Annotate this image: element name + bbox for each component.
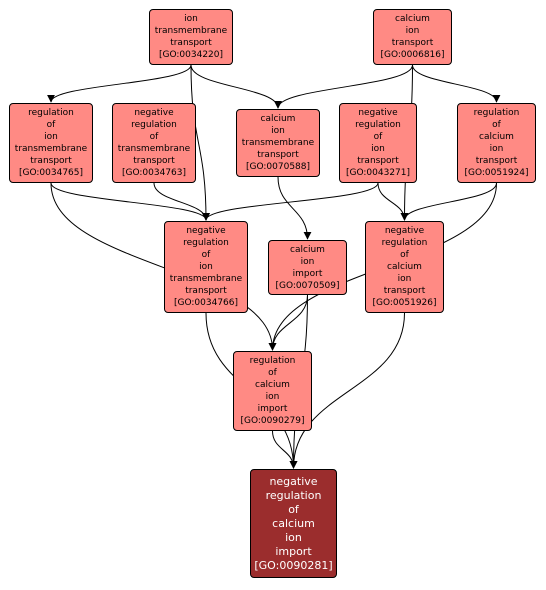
node-label-line: [GO:0034763] xyxy=(121,168,187,178)
node-go-0034766[interactable]: negative regulation of ion transmembrane tran… xyxy=(164,221,248,313)
node-label-line: of xyxy=(46,120,56,130)
edge-go0070509-to-go0090279 xyxy=(268,294,308,351)
node-go-0070588[interactable]: calcium ion transmembrane transport [GO:0070… xyxy=(236,109,320,177)
node-label-line: transport xyxy=(185,286,227,296)
node-label-line: of xyxy=(288,502,299,516)
node-label-line: regulation xyxy=(381,238,428,248)
node-label-line: [GO:0006816] xyxy=(380,50,445,60)
node-label-line: ion xyxy=(44,132,58,142)
node-label-line: [GO:0043271] xyxy=(345,168,411,178)
edge-go0034763-to-go0034766 xyxy=(153,182,210,221)
node-label-line: of xyxy=(492,120,501,130)
node-label-line: transport xyxy=(383,286,426,296)
node-label-line: regulation xyxy=(473,108,520,118)
node-label-line: [GO:0070588] xyxy=(245,162,311,172)
node-go-0034763[interactable]: negative regulation of transmembrane transpo… xyxy=(112,103,196,183)
node-label-line: of xyxy=(201,250,211,260)
node-go-0034220[interactable]: ion transmembrane transport [GO:0034220] xyxy=(149,9,233,65)
node-label-line: ion xyxy=(371,144,385,154)
edge-go0043271-to-go0051926 xyxy=(377,182,409,221)
node-label-line: [GO:0070509] xyxy=(275,280,340,291)
node-label-line: of xyxy=(373,132,383,142)
node-label-line: negative xyxy=(358,108,398,118)
node-label-line: transport xyxy=(391,38,434,48)
node-label-line: calcium xyxy=(260,114,296,124)
edge-go0090279-to-go0090281 xyxy=(272,430,298,469)
node-label-line: calcium xyxy=(290,244,325,255)
node-go-0051924[interactable]: regulation of calcium ion transport [GO:00519… xyxy=(457,103,536,183)
node-label-line: transport xyxy=(257,150,299,160)
node-label-line: ion xyxy=(300,256,315,267)
node-label-line: of xyxy=(400,250,409,260)
edge-go0034765-to-go0034766 xyxy=(50,182,210,221)
node-label-line: negative xyxy=(186,226,226,236)
node-label-line: regulation xyxy=(249,356,296,366)
node-label-line: ion xyxy=(271,126,285,136)
node-label-line: transport xyxy=(357,156,399,166)
node-label-line: ion xyxy=(489,144,504,154)
node-label-line: [GO:0090281] xyxy=(254,558,333,572)
node-label-line: transmembrane xyxy=(14,144,88,154)
node-go-0051926[interactable]: negative regulation of calcium ion transport [… xyxy=(365,221,444,313)
node-label-line: transmembrane xyxy=(169,274,243,284)
node-label-line: [GO:0090279] xyxy=(240,416,305,426)
node-label-line: of xyxy=(268,368,277,378)
edge-go0006816-to-go0070588 xyxy=(274,64,413,109)
node-go-0090279[interactable]: regulation of calcium ion import [GO:0090279] xyxy=(233,351,312,431)
node-label-line: of xyxy=(149,132,159,142)
edge-go0034220-to-go0034766 xyxy=(190,64,210,221)
node-label-line: negative xyxy=(384,226,425,236)
node-label-line: [GO:0034765] xyxy=(18,168,84,178)
node-label-line: transmembrane xyxy=(117,144,191,154)
node-label-line: ion xyxy=(405,26,420,36)
node-label-line: [GO:0034766] xyxy=(173,298,239,308)
node-label-line: calcium xyxy=(272,516,315,530)
edge-go0006816-to-go0051924 xyxy=(412,64,501,103)
node-label-line: transport xyxy=(30,156,72,166)
node-label-line: [GO:0034220] xyxy=(158,50,224,60)
node-label-line: negative xyxy=(269,474,318,488)
node-label-line: regulation xyxy=(183,238,229,248)
edge-go0034220-to-go0034765 xyxy=(47,64,192,103)
edge-go0051926-to-go0090281 xyxy=(289,312,405,469)
node-label-line: transmembrane xyxy=(241,138,315,148)
edge-go0043271-to-go0034766 xyxy=(202,182,379,221)
node-go-0043271[interactable]: negative regulation of ion transport [GO:0043… xyxy=(339,103,417,183)
node-label-line: ion xyxy=(265,392,280,402)
node-label-line: calcium xyxy=(395,14,430,24)
node-label-line: import xyxy=(292,268,323,279)
node-label-line: regulation xyxy=(131,120,177,130)
node-label-line: transmembrane xyxy=(154,26,228,36)
node-label-line: ion xyxy=(199,262,213,272)
node-label-line: [GO:0051924] xyxy=(464,168,529,178)
node-label-line: ion xyxy=(397,274,412,284)
node-label-line: transport xyxy=(170,38,212,48)
node-label-line: transport xyxy=(475,156,518,166)
node-label-line: ion xyxy=(184,14,198,24)
node-label-line: calcium xyxy=(479,132,514,142)
node-label-line: [GO:0051926] xyxy=(372,298,437,308)
node-label-line: regulation xyxy=(265,488,322,502)
edge-go0034765-to-go0090279 xyxy=(50,182,277,351)
node-label-line: calcium xyxy=(255,380,290,390)
node-label-line: regulation xyxy=(355,120,401,130)
edge-go0034220-to-go0070588 xyxy=(190,64,282,109)
edge-go0070588-to-go0070509 xyxy=(277,176,312,240)
node-label-line: negative xyxy=(134,108,174,118)
node-label-line: regulation xyxy=(28,108,74,118)
node-go-0006816[interactable]: calcium ion transport [GO:0006816] xyxy=(373,9,452,65)
node-go-0034765[interactable]: regulation of ion transmembrane transport [GO… xyxy=(9,103,93,183)
edge-go0051924-to-go0051926 xyxy=(400,182,497,221)
node-label-line: ion xyxy=(285,530,302,544)
node-label-line: calcium xyxy=(387,262,422,272)
node-label-line: transport xyxy=(133,156,175,166)
node-label-line: import xyxy=(275,544,312,558)
node-label-line: import xyxy=(257,404,288,414)
